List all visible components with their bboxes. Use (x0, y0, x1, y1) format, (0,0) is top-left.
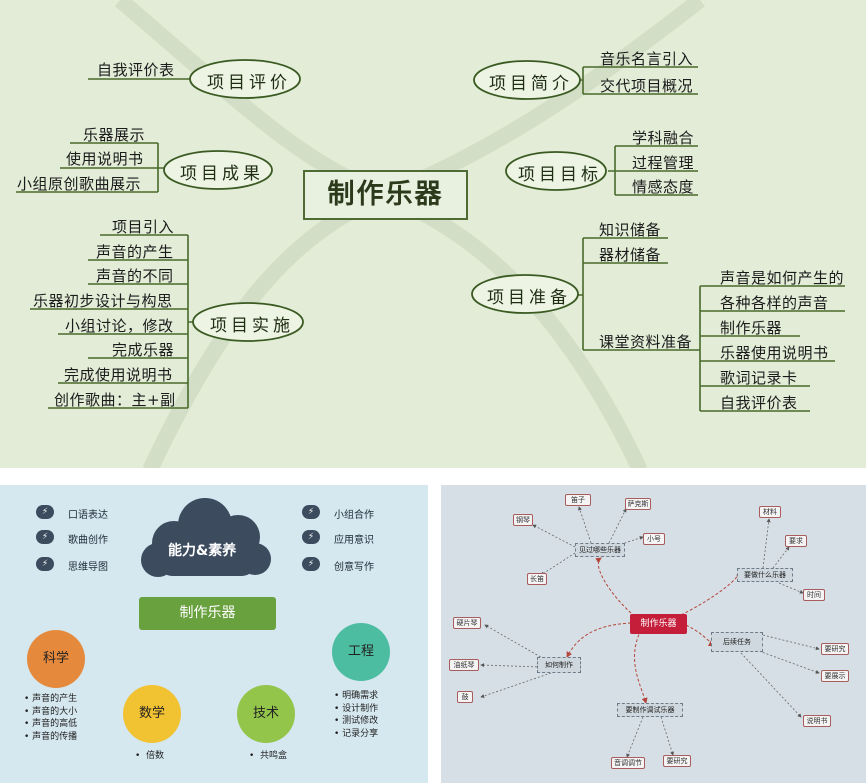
leaf-results: 乐器展示 (83, 126, 146, 144)
leaf-implementation: 声音的产生 (96, 243, 174, 261)
concept-leaf: 小号 (643, 533, 665, 545)
concept-leaf: 钢琴 (513, 514, 533, 526)
concept-map-panel: 制作乐器 见过哪些乐器 要做什么乐器 后续任务 要制作调试乐器 如何制作 笛子 … (441, 485, 866, 783)
project-bar: 制作乐器 (139, 597, 276, 630)
concept-map-edges (480, 506, 820, 758)
competency-cloud-label: 能力&素养 (168, 543, 237, 559)
leaf-results: 使用说明书 (66, 150, 144, 168)
node-evaluation: 项目评价 (207, 73, 291, 93)
node-oval-intro (473, 60, 581, 100)
concept-hub: 如何制作 (537, 657, 581, 673)
leaf-evaluation: 自我评价表 (97, 61, 175, 79)
leaf-prep: 课堂资料准备 (599, 333, 693, 351)
node-intro: 项目简介 (489, 74, 573, 94)
concept-leaf: 笛子 (565, 494, 591, 506)
node-goals: 项目目标 (518, 165, 602, 185)
concept-hub: 后续任务 (711, 632, 763, 652)
leaf-implementation: 乐器初步设计与构思 (33, 292, 173, 310)
cloud-lightning-icon: ⚡ (36, 530, 54, 544)
mindmap-center: 制作乐器 (303, 170, 468, 220)
concept-leaf: 萨克斯 (625, 498, 651, 510)
node-oval-implementation (192, 302, 304, 342)
engineering-bullets: • 明确需求 • 设计制作 • 测试修改 • 记录分享 (334, 691, 379, 739)
competency-shapes (141, 498, 271, 577)
math-circle: 数学 (123, 685, 181, 743)
leaf-goals: 学科融合 (632, 129, 695, 147)
concept-leaf: 硬片琴 (453, 617, 481, 629)
concept-leaf: 时间 (803, 589, 825, 601)
leaf-implementation: 项目引入 (112, 218, 175, 236)
leaf-intro: 交代项目概况 (600, 77, 694, 95)
leaf-goals: 情感态度 (632, 178, 695, 196)
leaf-implementation: 创作歌曲：主+副 (54, 391, 176, 409)
leaf-prep: 知识储备 (599, 221, 662, 239)
concept-hub: 要制作调试乐器 (617, 703, 683, 717)
mindmap-panel: 制作乐器 项目评价 项目成果 项目实施 项目简介 项目目标 项目准备 自我评价表… (0, 0, 866, 468)
leaf-prep: 器材储备 (599, 246, 662, 264)
leaf-goals: 过程管理 (632, 154, 695, 172)
concept-hub: 见过哪些乐器 (575, 543, 625, 557)
node-prep: 项目准备 (487, 288, 571, 308)
leaf-prep-sub: 声音是如何产生的 (720, 269, 845, 287)
leaf-prep-sub: 乐器使用说明书 (720, 344, 829, 362)
competency-panel: 能力&素养 ⚡ 口语表达 ⚡ 歌曲创作 ⚡ 思维导图 ⚡ 小组合作 ⚡ 应用意识… (0, 485, 428, 783)
concept-leaf: 长笛 (527, 573, 547, 585)
cloud-lightning-icon: ⚡ (36, 505, 54, 519)
leaf-intro: 音乐名言引入 (600, 50, 694, 68)
node-results: 项目成果 (180, 164, 264, 184)
concept-leaf: 鼓 (457, 691, 473, 703)
leaf-prep-sub: 各种各样的声音 (720, 294, 829, 312)
competency-cloud-shape (141, 498, 271, 577)
concept-leaf: 要展示 (821, 670, 849, 682)
leaf-implementation: 完成使用说明书 (64, 366, 173, 384)
concept-leaf: 要研究 (821, 643, 849, 655)
concept-hub: 要做什么乐器 (737, 568, 793, 582)
node-oval-prep (471, 274, 579, 314)
leaf-implementation: 完成乐器 (112, 341, 175, 359)
science-bullets: • 声音的产生 • 声音的大小 • 声音的高低 • 声音的传播 (24, 694, 78, 742)
leaf-prep-sub: 歌词记录卡 (720, 369, 798, 387)
cloud-lightning-icon: ⚡ (302, 505, 320, 519)
concept-leaf: 音调调节 (611, 757, 645, 769)
concept-leaf: 要研究 (663, 755, 691, 767)
leaf-implementation: 声音的不同 (96, 267, 174, 285)
node-oval-results (163, 150, 273, 190)
concept-leaf: 材料 (759, 506, 781, 518)
engineering-circle: 工程 (332, 623, 390, 681)
node-oval-evaluation (189, 59, 301, 99)
science-circle: 科学 (27, 630, 85, 688)
leaf-results: 小组原创歌曲展示 (17, 175, 142, 193)
concept-leaf: 要求 (785, 535, 807, 547)
tech-circle: 技术 (237, 685, 295, 743)
node-oval-goals (505, 151, 607, 191)
leaf-prep-sub: 制作乐器 (720, 319, 783, 337)
node-implementation: 项目实施 (210, 316, 294, 336)
concept-leaf: 说明书 (803, 715, 831, 727)
cloud-lightning-icon: ⚡ (302, 557, 320, 571)
cloud-lightning-icon: ⚡ (302, 530, 320, 544)
cloud-lightning-icon: ⚡ (36, 557, 54, 571)
leaf-prep-sub: 自我评价表 (720, 394, 798, 412)
math-bullets: • 倍数 (135, 751, 165, 761)
concept-center: 制作乐器 (630, 614, 687, 634)
concept-leaf: 油纸琴 (449, 659, 479, 671)
leaf-implementation: 小组讨论，修改 (65, 317, 174, 335)
tech-bullets: • 共鸣盒 (249, 751, 288, 761)
